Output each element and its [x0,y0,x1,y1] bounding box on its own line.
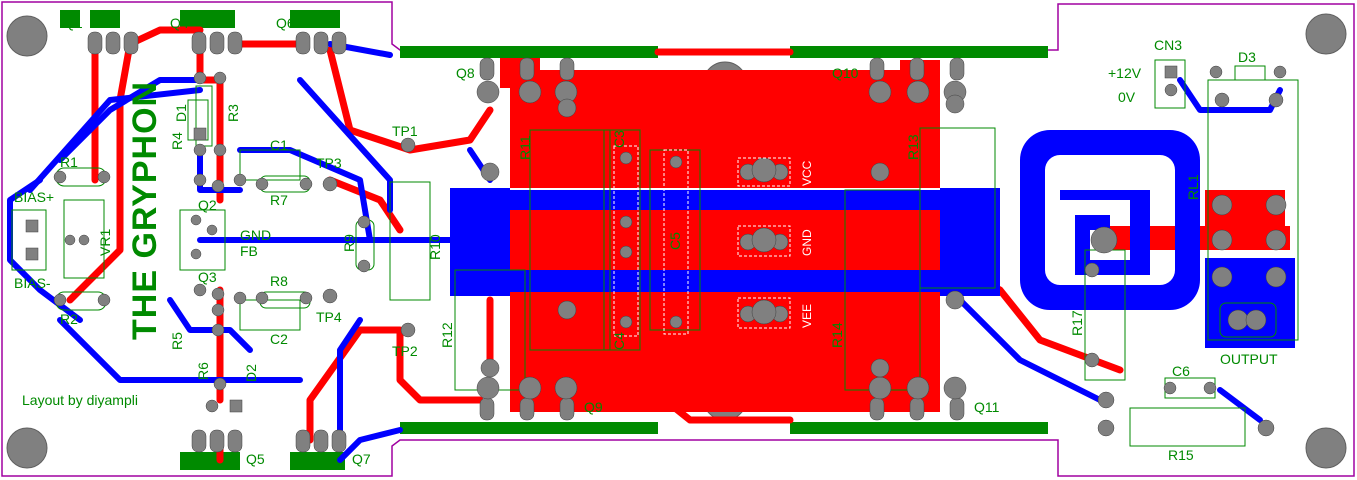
label-d1: D1 [173,104,189,122]
label-r6: R6 [195,362,211,380]
board-title: THE GRYPHON [126,80,164,340]
label-d2: D2 [243,364,259,382]
label-rl1: RL1 [1185,174,1201,200]
label-q6: Q6 [276,15,295,31]
label-bias-minus: BIAS- [14,275,51,291]
label-cn3: CN3 [1154,37,1183,53]
label-r4: R4 [169,132,185,150]
label-d3: D3 [1238,49,1256,65]
mounting-hole [6,427,48,469]
pads [25,31,1287,453]
label-c4: C4 [611,332,627,350]
label-gnd: GND [240,227,272,243]
mounting-hole [6,15,48,57]
label-r3: R3 [225,104,241,122]
label-q5: Q5 [246,451,265,467]
label-r2: R2 [60,311,78,327]
label-c6: C6 [1172,363,1190,379]
heatsink-bar [400,422,658,434]
heatsink-bar [790,422,1048,434]
label-r11: R11 [517,135,533,160]
mounting-hole [1305,13,1347,55]
heatsink-bar [400,46,658,58]
label-gnd-rail: GND [800,229,814,256]
label-c5: C5 [667,232,683,250]
heatsink-bars [60,10,1048,470]
label-bias-plus: BIAS+ [14,189,55,205]
label-tp2: TP2 [392,343,418,359]
label-output: OUTPUT [1220,351,1278,367]
label-tp4: TP4 [316,309,342,325]
label-r17: R17 [1069,310,1085,336]
label-q7: Q7 [352,451,371,467]
layout-credit: Layout by diyampli [22,392,138,408]
label-tp1: TP1 [392,123,418,139]
label-q9: Q9 [584,399,603,415]
label-q2: Q2 [198,197,217,213]
label-q3: Q3 [198,269,217,285]
label-r9: R9 [341,234,357,252]
label-r8: R8 [270,273,288,289]
label-vr1: VR1 [97,228,113,256]
label-q11: Q11 [974,399,1000,415]
label-0v: 0V [1118,89,1136,105]
label-c1: C1 [270,137,288,153]
label-r7: R7 [270,192,288,208]
label-c3: C3 [611,130,627,148]
label-vee: VEE [800,303,814,328]
label-r10: R10 [427,234,443,260]
label-r12: R12 [439,322,455,348]
label-vcc: VCC [800,160,814,186]
label-r14: R14 [829,322,845,348]
mounting-hole [1305,427,1347,469]
label-q10: Q10 [832,65,859,81]
label-q8: Q8 [456,65,475,81]
label-q1: Q1 [64,15,83,31]
label-c2: C2 [270,331,288,347]
label-r13: R13 [905,134,921,160]
label-r1: R1 [60,154,78,170]
label-r5: R5 [169,332,185,350]
label-q4: Q4 [170,15,189,31]
heatsink-bar [790,46,1048,58]
label-fb: FB [240,243,258,259]
label-r15: R15 [1168,447,1194,463]
label-tp3: TP3 [316,155,342,171]
label-12v: +12V [1108,65,1142,81]
